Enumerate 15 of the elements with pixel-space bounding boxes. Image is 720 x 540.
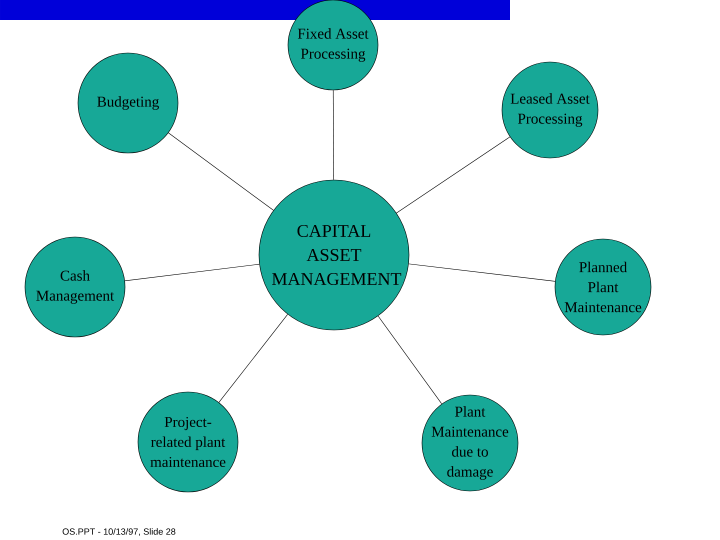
circle-node: CAPITAL ASSET MANAGEMENT (258, 180, 410, 330)
connector-line (124, 264, 260, 282)
connector-line (396, 136, 510, 214)
circle-node: Project-related plant maintenance (138, 392, 238, 492)
circle-node: Leased Asset Processing (502, 62, 598, 158)
connector-line (378, 316, 442, 404)
connector-line (168, 132, 274, 211)
connector-line (332, 90, 334, 180)
connector-line (408, 264, 556, 282)
circle-node: Plant Maintenance due to damage (422, 394, 518, 492)
footer-text: OS.PPT - 10/13/97, Slide 28 (62, 528, 176, 536)
circle-node: Planned Plant Maintenance (554, 238, 652, 336)
connector-line (218, 314, 288, 403)
circle-node: Cash Management (24, 236, 126, 338)
circle-node: Budgeting (78, 52, 178, 154)
